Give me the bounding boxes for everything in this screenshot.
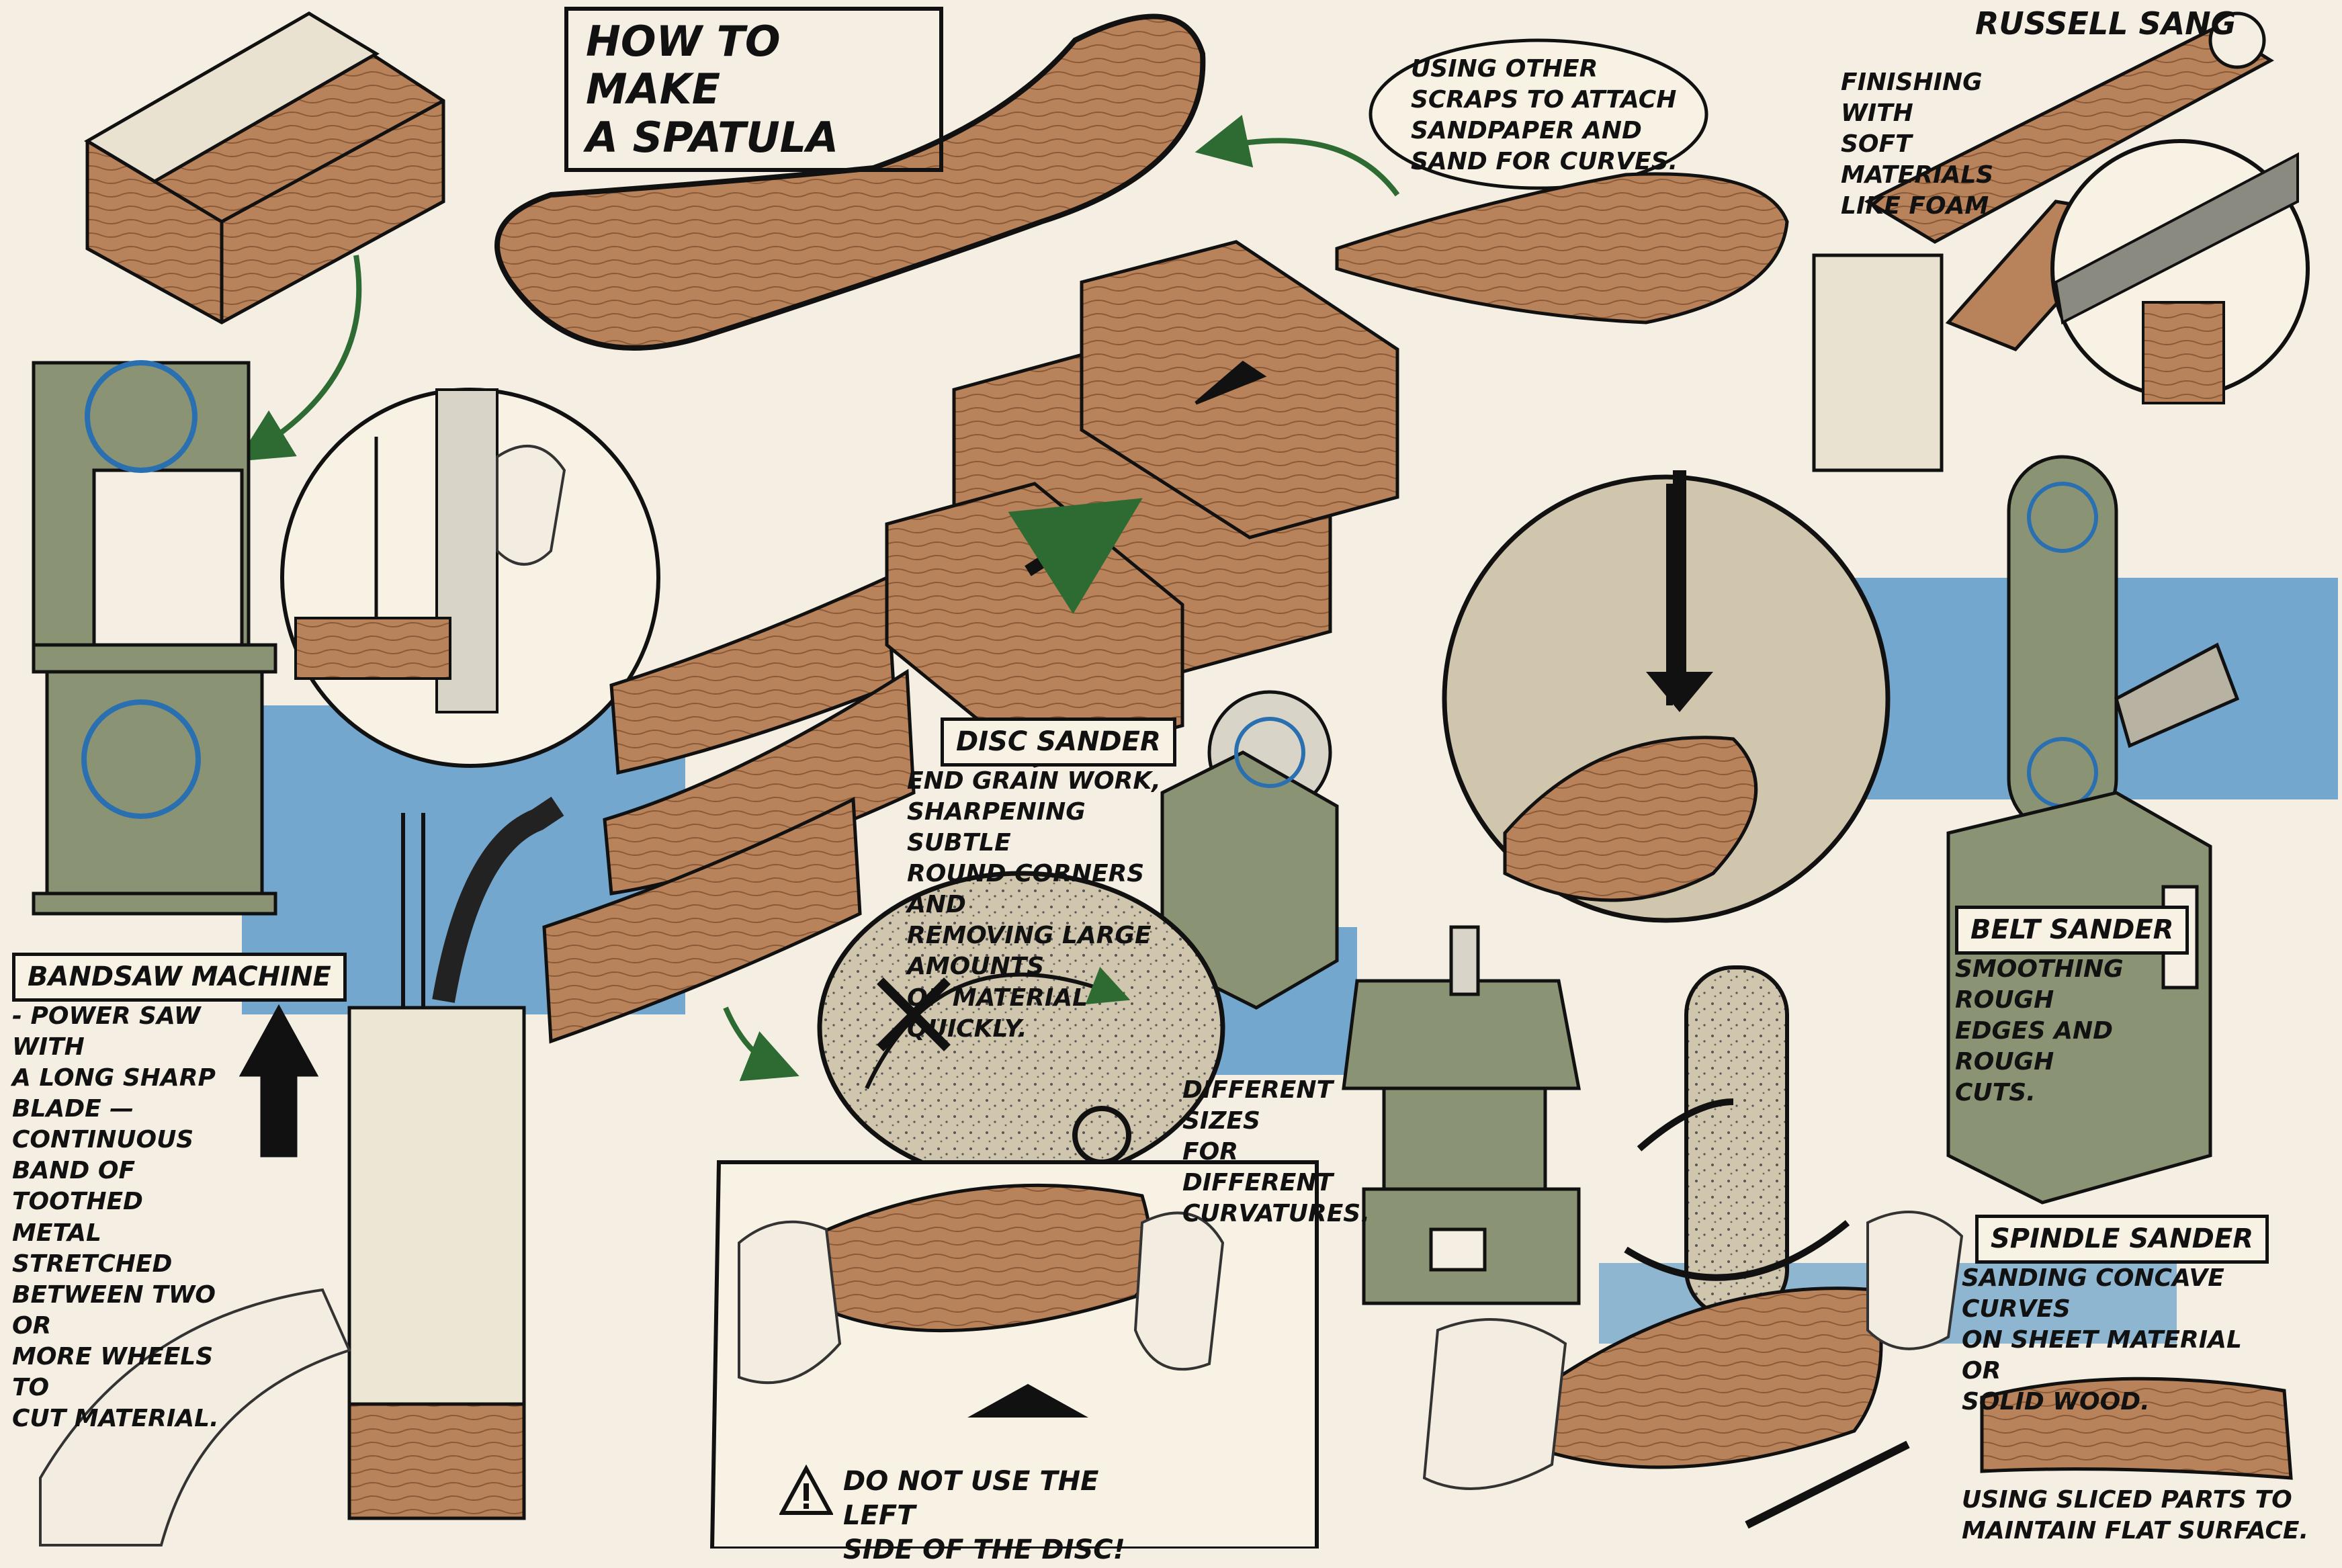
bandsaw-description: - POWER SAW WITH A LONG SHARP BLADE — CO… — [12, 1001, 254, 1434]
warning-text: DO NOT USE THE LEFT SIDE OF THE DISC! — [843, 1465, 1179, 1568]
spindle-sander — [1344, 927, 1579, 1303]
bandsaw-label: BANDSAW MACHINE — [12, 953, 347, 1002]
signature: RUSSELL SANG — [1975, 4, 2236, 44]
arrow-green-3 — [726, 1008, 779, 1068]
disc-sander-description: END GRAIN WORK, SHARPENING SUBTLE ROUND … — [907, 766, 1189, 1045]
flat-surface-note: USING SLICED PARTS TO MAINTAIN FLAT SURF… — [1962, 1485, 2311, 1547]
arrow-green-2 — [1216, 140, 1397, 195]
spatula-head-sanded — [1337, 174, 1787, 322]
wood-block-blank — [87, 13, 443, 322]
scraps-note: USING OTHER SCRAPS TO ATTACH SANDPAPER A… — [1411, 54, 1693, 177]
spindle-sander-label: SPINDLE SANDER — [1975, 1215, 2269, 1264]
belt-sander-description: SMOOTHING ROUGH EDGES AND ROUGH CUTS. — [1955, 954, 2197, 1108]
belt-sander-label: BELT SANDER — [1955, 906, 2189, 955]
spindle-sander-description: SANDING CONCAVE CURVES ON SHEET MATERIAL… — [1962, 1263, 2284, 1418]
warning-icon — [779, 1465, 833, 1518]
finishing-note: FINISHING WITH SOFT MATERIALS LIKE FOAM — [1841, 67, 2063, 222]
spindle-sizes-note: DIFFERENT SIZES FOR DIFFERENT CURVATURES… — [1182, 1075, 1357, 1229]
spatula-on-spindle — [1545, 1289, 1881, 1467]
bandsaw-machine — [34, 363, 275, 914]
disc-sander-label: DISC SANDER — [941, 717, 1176, 767]
page-title: HOW TO MAKE A SPATULA — [564, 7, 943, 172]
cut-block — [887, 242, 1397, 766]
